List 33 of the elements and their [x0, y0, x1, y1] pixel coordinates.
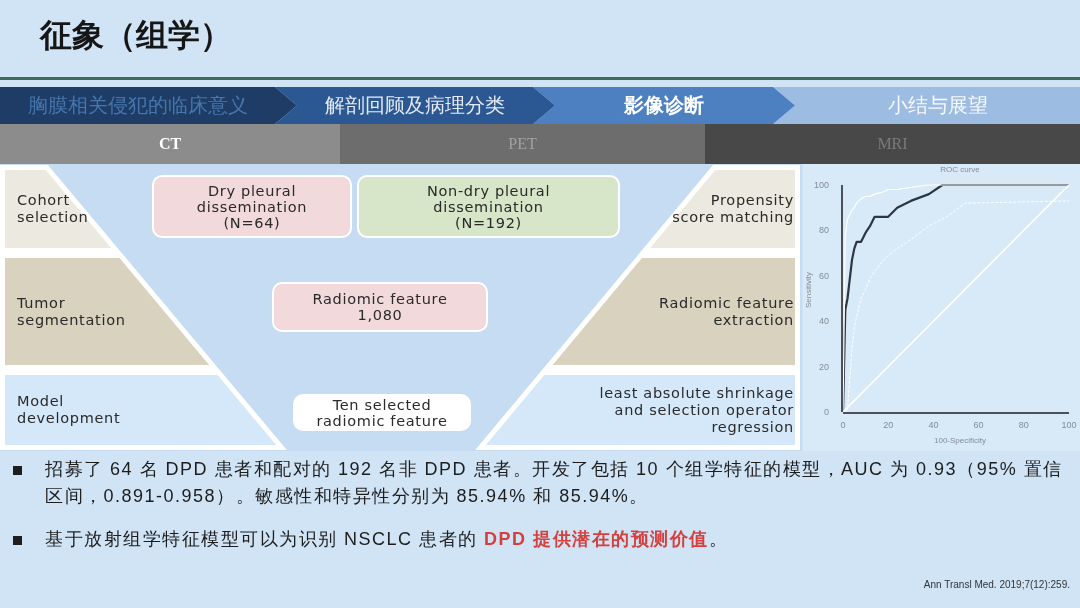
tick-label: 80 [819, 224, 829, 237]
tick-label: 0 [840, 419, 846, 431]
progress-step: 影像诊断 [533, 87, 795, 124]
tick-label: 0 [824, 406, 829, 418]
stage-band: Radiomic feature extraction [542, 253, 800, 370]
stage-band: least absolute shrinkage and selection operator regression [475, 370, 800, 450]
process-box: Radiomic feature 1,080 [272, 282, 488, 332]
tick-label: 40 [819, 315, 829, 328]
tick-label: 60 [973, 419, 984, 431]
tick-label: 60 [819, 269, 829, 282]
citation-text: Ann Transl Med. 2019;7(12):259. [923, 579, 1070, 590]
progress-step: 解剖回顾及病理分类 [275, 87, 555, 124]
slide-title: 征象（组学） [40, 15, 232, 56]
tick-label: 80 [1018, 419, 1029, 431]
tick-label: 100 [813, 179, 829, 191]
bullet-text: 招募了 64 名 DPD 患者和配对的 192 名非 DPD 患者。开发了包括 10 个组学特征的模型，AUC 为 0.93（95% 置信区间，0.891-0.958）。敏感性和特异性分别为 85.94% 和 85.94%。 [45, 458, 1064, 508]
bullet-text: 基于放射组学特征模型可以为识别 NSCLC 患者的 DPD 提供潜在的预测价值。 [45, 528, 730, 551]
stage-band: Cohort selection [0, 165, 122, 253]
tick-label: 40 [928, 419, 939, 431]
stage-band: Propensity score matching [639, 165, 800, 253]
tick-label: 20 [883, 419, 894, 431]
axis-title: Sensitivity [804, 272, 814, 308]
progress-step: 小结与展望 [773, 87, 1080, 124]
stage-band: Tumor segmentation [0, 253, 220, 370]
tick-label: 20 [819, 360, 829, 373]
chart-title: ROC curve [940, 165, 980, 175]
tick-label: 100 [1061, 419, 1077, 431]
progress-step: 胸膜相关侵犯的临床意义 [0, 87, 297, 124]
tab: CT [0, 124, 340, 164]
process-box: Non-dry pleural dissemination (N=192) [357, 175, 620, 238]
process-box: Ten selected radiomic feature [293, 394, 471, 431]
axis-title: 100-Specificity [934, 436, 986, 446]
process-box: Dry pleural dissemination (N=64) [152, 175, 352, 238]
